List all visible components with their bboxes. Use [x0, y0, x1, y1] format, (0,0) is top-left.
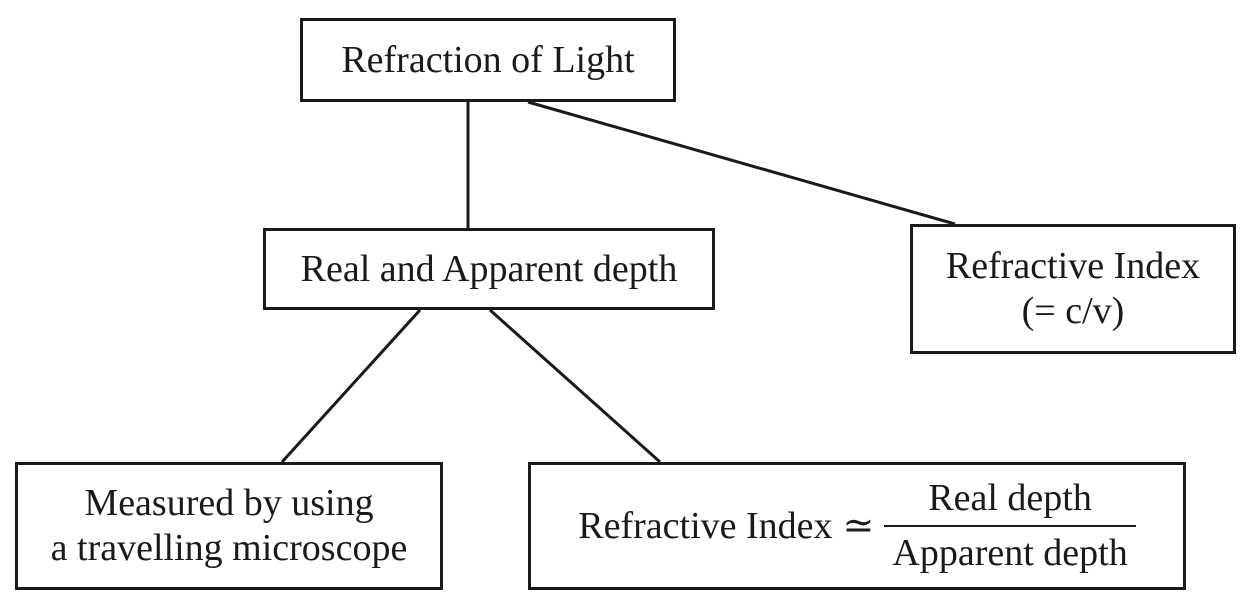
fraction-denominator: Apparent depth	[892, 532, 1128, 574]
node-real-and-apparent-depth: Real and Apparent depth	[263, 228, 715, 310]
node-root-label: Refraction of Light	[341, 38, 635, 81]
formula-relation: ≃	[842, 504, 875, 547]
formula: Refractive Index ≃ Real depth Apparent d…	[578, 476, 1136, 576]
node-travelling-microscope: Measured by using a travelling microscop…	[15, 462, 443, 590]
edge-root-to-index	[527, 100, 956, 226]
node-depth-label: Real and Apparent depth	[300, 247, 678, 290]
formula-lhs: Refractive Index	[578, 504, 833, 547]
fraction-bar	[884, 525, 1136, 527]
formula-fraction: Real depth Apparent depth	[884, 476, 1136, 576]
node-refractive-index: Refractive Index (= c/v)	[910, 224, 1236, 354]
node-index-line1: Refractive Index	[945, 245, 1201, 288]
node-micro-line2: a travelling microscope	[50, 527, 408, 569]
node-micro-line1: Measured by using	[84, 482, 374, 525]
fraction-numerator: Real depth	[928, 477, 1092, 520]
edge-depth-to-formula	[489, 308, 661, 464]
node-index-line2: (= c/v)	[1021, 290, 1125, 332]
node-refractive-index-formula: Refractive Index ≃ Real depth Apparent d…	[528, 462, 1186, 590]
edge-depth-to-microscope	[280, 308, 422, 464]
node-refraction-of-light: Refraction of Light	[300, 18, 676, 102]
